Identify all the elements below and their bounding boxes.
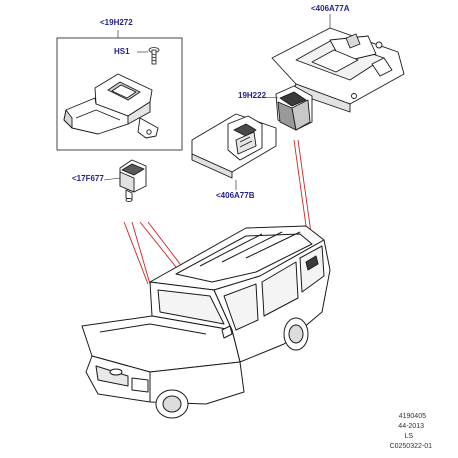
reference-code: LS [404,433,413,440]
callout-17f677: <17F677 [72,174,104,183]
callout-406a77a: <406A77A [311,4,350,13]
callout-leader-19h222 [263,96,279,99]
screw-hs1-part [148,47,160,65]
callout-leader-17f677 [103,177,121,181]
reference-date: 44-2013 [398,423,424,430]
callout-19h222: 19H222 [238,91,267,100]
reference-id: C0250322-01 [389,443,432,450]
part-19h222 [275,85,313,131]
cover-406a77b-part [191,113,277,179]
detail-frame [56,37,183,151]
callout-19h272: <19H272 [100,18,133,27]
sensor-17f677-part [119,159,147,203]
reference-number: 4190405 [398,413,426,420]
callout-hs1: HS1 [114,47,130,56]
callout-406a77b: <406A77B [216,191,255,200]
cover-406a77a-part [271,27,405,113]
vehicle-outline [81,225,331,419]
sensor-housing-part [63,73,159,139]
